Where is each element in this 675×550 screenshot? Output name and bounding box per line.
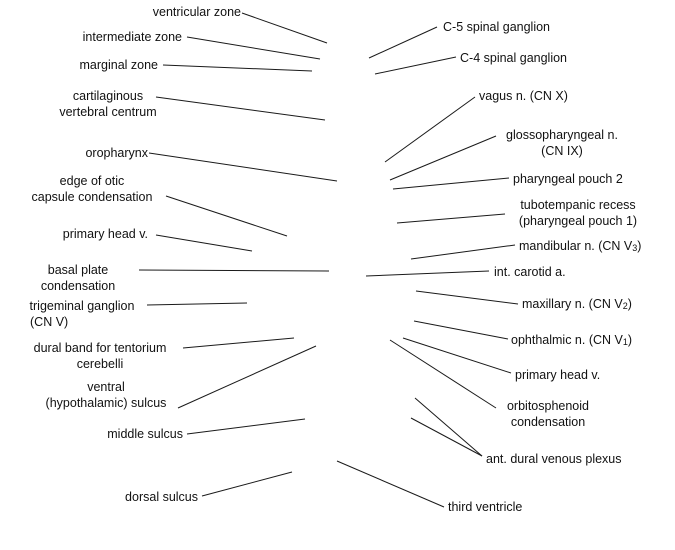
leader-line-oropharynx — [148, 152, 338, 182]
label-oropharynx: oropharynx — [85, 146, 148, 160]
label-dural-band-tentorium: dural band for tentorium cerebelli — [18, 340, 182, 372]
label-orbitosphenoid-condensation: orbitosphenoid condensation — [496, 398, 600, 430]
leader-line-dural-plexus-a — [414, 397, 483, 457]
leader-line-dorsal-sulcus — [201, 471, 293, 497]
leader-line-c5 — [368, 26, 438, 59]
label-line: glossopharyngeal n. — [506, 128, 618, 142]
leader-line-pouch2 — [392, 177, 510, 190]
label-line: cerebelli — [76, 357, 124, 371]
label-line: (CN V) — [30, 315, 69, 329]
leader-line-ventral-sulcus — [177, 345, 317, 409]
label-dorsal-sulcus: dorsal sulcus — [125, 490, 198, 504]
label-internal-carotid-artery: int. carotid a. — [494, 265, 566, 279]
label-line: basal plate — [47, 263, 109, 277]
leader-line-trigeminal — [146, 302, 248, 306]
label-pharyngeal-pouch-2: pharyngeal pouch 2 — [513, 172, 623, 186]
label-line: tubotempanic recess — [520, 198, 636, 212]
leader-line-dural-plexus-b — [410, 417, 483, 457]
label-text: maxillary n. (CN V — [522, 297, 623, 311]
label-basal-plate-condensation: basal plate condensation — [28, 262, 128, 294]
label-line: dural band for tentorium — [33, 341, 167, 355]
label-line: capsule condensation — [31, 190, 153, 204]
label-line: edge of otic — [59, 174, 125, 188]
label-line: (CN IX) — [541, 144, 583, 158]
label-text: ) — [627, 333, 633, 347]
label-line: (pharyngeal pouch 1) — [518, 214, 638, 228]
label-subscript: 1 — [622, 337, 628, 347]
label-line: trigeminal ganglion — [29, 299, 135, 313]
label-middle-sulcus: middle sulcus — [107, 427, 183, 441]
leader-line-glossopharyngeal — [389, 135, 497, 181]
label-ophthalmic-nerve: ophthalmic n. (CN V1) — [511, 332, 632, 350]
label-c4-spinal-ganglion: C-4 spinal ganglion — [460, 51, 568, 65]
leader-line-maxillary — [415, 290, 519, 305]
leader-line-c4 — [374, 56, 457, 75]
label-vagus-nerve: vagus n. (CN X) — [479, 89, 568, 103]
leader-line-intermediate-zone — [186, 36, 321, 60]
label-glossopharyngeal-nerve: glossopharyngeal n. (CN IX) — [494, 127, 630, 159]
label-line: orbitosphenoid — [506, 399, 589, 413]
leader-line-mandibular — [410, 244, 516, 260]
leader-line-otic-capsule — [165, 195, 288, 237]
leader-line-dural-band — [182, 337, 295, 349]
label-third-ventricle: third ventricle — [448, 500, 523, 514]
label-subscript: 2 — [622, 301, 628, 311]
label-trigeminal-ganglion: trigeminal ganglion (CN V) — [16, 298, 148, 330]
label-mandibular-nerve: mandibular n. (CN V3) — [519, 238, 641, 256]
label-line: vertebral centrum — [59, 105, 157, 119]
leader-line-ventricular-zone — [241, 12, 328, 44]
leader-line-marginal-zone — [162, 64, 313, 72]
label-anterior-dural-venous-plexus: ant. dural venous plexus — [486, 452, 622, 466]
label-marginal-zone: marginal zone — [79, 58, 158, 72]
label-text: ophthalmic n. (CN V — [511, 333, 623, 347]
leader-line-primary-head-v-left — [155, 234, 253, 252]
label-line: cartilaginous — [72, 89, 144, 103]
label-line: ventral — [87, 380, 125, 394]
label-intermediate-zone: intermediate zone — [82, 30, 182, 44]
leader-line-cartilaginous — [155, 96, 326, 121]
label-maxillary-nerve: maxillary n. (CN V2) — [522, 296, 632, 314]
label-c5-spinal-ganglion: C-5 spinal ganglion — [443, 20, 551, 34]
leader-line-basal-plate — [138, 269, 330, 272]
label-line: condensation — [40, 279, 116, 293]
label-ventricular-zone: ventricular zone — [152, 5, 241, 19]
label-primary-head-v-right: primary head v. — [515, 368, 601, 382]
label-primary-head-v-left: primary head v. — [62, 227, 148, 241]
leader-line-carotid — [365, 270, 490, 277]
label-ventral-hypothalamic-sulcus: ventral (hypothalamic) sulcus — [35, 379, 177, 411]
label-line: (hypothalamic) sulcus — [45, 396, 167, 410]
label-cartilaginous-vertebral-centrum: cartilaginous vertebral centrum — [50, 88, 166, 120]
leader-line-third-ventricle — [336, 460, 445, 508]
leader-line-orbitosphenoid — [389, 339, 497, 409]
label-text: mandibular n. (CN V — [519, 239, 633, 253]
label-text: ) — [627, 297, 632, 311]
leader-line-middle-sulcus — [186, 418, 306, 435]
label-line: condensation — [510, 415, 586, 429]
leader-line-vagus — [384, 96, 476, 163]
label-tubotempanic-recess: tubotempanic recess (pharyngeal pouch 1) — [508, 197, 648, 229]
leader-line-primary-head-v-right — [402, 337, 512, 374]
label-edge-of-otic-capsule: edge of otic capsule condensation — [22, 173, 162, 205]
leader-line-ophthalmic — [413, 320, 509, 340]
label-text: ) — [637, 239, 642, 253]
leader-line-tubotempanic — [396, 213, 506, 224]
label-subscript: 3 — [632, 243, 638, 253]
